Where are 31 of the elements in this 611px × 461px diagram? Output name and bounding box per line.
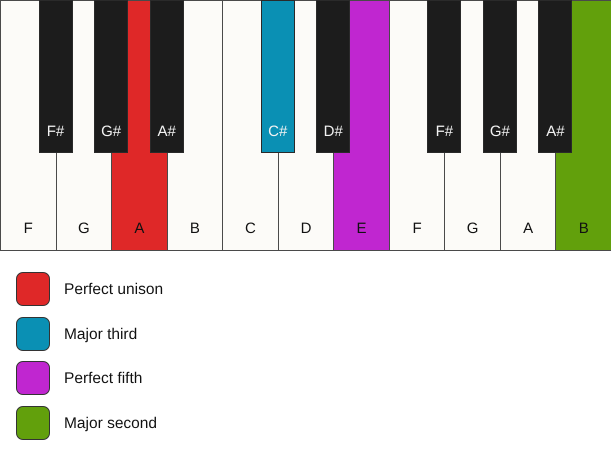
note-name: G (466, 220, 478, 238)
note-name: E (356, 220, 367, 238)
note-name: D (300, 220, 312, 238)
note-name: G# (490, 123, 510, 141)
sharp-key (316, 0, 350, 153)
note-name: A (134, 220, 144, 238)
sharp-key (38, 0, 73, 153)
note-name: B (190, 220, 200, 238)
legend-label: Perfect unison (64, 280, 164, 299)
sharp-key (260, 0, 295, 153)
note-name: G (78, 220, 90, 238)
note-name: F# (46, 123, 64, 141)
legend-label: Major second (64, 414, 158, 434)
sharp-key (482, 0, 517, 153)
sharp-key (538, 0, 572, 153)
note-name: B (578, 220, 589, 238)
note-name: C# (268, 123, 288, 141)
note-name: A# (546, 123, 565, 141)
legend-label: Perfect fifth (64, 369, 142, 388)
sharp-key (150, 0, 184, 153)
note-name: A# (157, 123, 176, 141)
sharp-key (427, 0, 462, 153)
note-name: G# (101, 123, 122, 141)
note-name: F# (436, 123, 454, 141)
note-name: F (412, 220, 422, 238)
legend-label: Major third (64, 324, 138, 344)
note-name: C (245, 220, 256, 238)
sharp-key (94, 0, 128, 153)
note-name: F (24, 220, 33, 238)
note-name: D# (324, 123, 343, 141)
note-name: A (523, 220, 534, 238)
